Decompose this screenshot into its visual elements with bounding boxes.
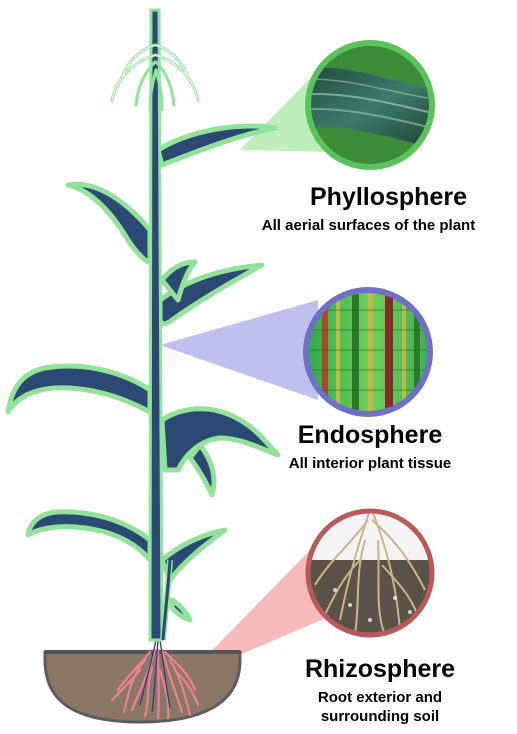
rhizosphere-title: Rhizosphere <box>280 655 480 683</box>
endosphere-callout-cone <box>160 300 318 400</box>
endosphere-description: All interior plant tissue <box>245 454 495 473</box>
phyllosphere-title: Phyllosphere <box>260 183 517 211</box>
rhizosphere-description-line2: surrounding soil <box>280 707 480 726</box>
plant-illustration <box>8 126 278 620</box>
rhizosphere-description-line1: Root exterior and <box>280 688 480 707</box>
phyllosphere-description: All aerial surfaces of the plant <box>220 216 517 235</box>
rhizosphere-description: Root exterior and surrounding soil <box>280 688 480 726</box>
plant-tissue-photo <box>305 288 435 418</box>
root-soil-photo <box>305 508 435 640</box>
endosphere-title: Endosphere <box>270 421 470 449</box>
